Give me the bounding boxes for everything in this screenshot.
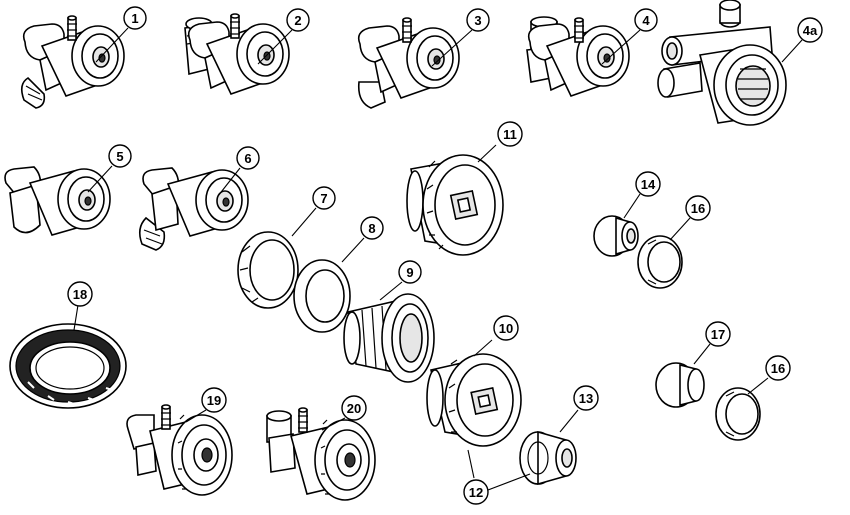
part-5-jet-body: [4, 166, 111, 236]
part-7-nut: [237, 231, 299, 309]
part-4-jet-body: [526, 16, 630, 97]
part-3-jet-body: [357, 17, 460, 109]
callout-5: 5: [108, 144, 132, 168]
leader-lines: [73, 27, 803, 491]
svg-text:18: 18: [73, 287, 87, 302]
svg-text:4a: 4a: [803, 23, 818, 38]
svg-text:7: 7: [320, 191, 327, 206]
callout-4: 4: [634, 8, 658, 32]
callout-11: 11: [497, 121, 523, 147]
part-16-eyeball-ring: [637, 235, 683, 289]
part-17-eyeball: [655, 362, 705, 408]
callout-12: 12: [463, 479, 489, 505]
svg-text:2: 2: [294, 13, 301, 28]
part-2-jet-body: [184, 13, 290, 95]
part-4a-tee-jet-body: [657, 0, 787, 126]
callout-18: 18: [67, 281, 93, 307]
callout-2: 2: [286, 8, 310, 32]
callout-16-upper: 16: [685, 195, 711, 221]
svg-text:8: 8: [368, 221, 375, 236]
callout-16-lower: 16: [765, 355, 791, 381]
part-10-jet-internal: [426, 353, 522, 447]
part-8-gasket: [293, 259, 351, 333]
callout-9: 9: [398, 260, 422, 284]
svg-text:16: 16: [771, 361, 785, 376]
part-14-eyeball: [593, 215, 639, 257]
svg-text:5: 5: [116, 149, 123, 164]
callout-3: 3: [466, 8, 490, 32]
svg-text:12: 12: [469, 485, 483, 500]
svg-text:9: 9: [406, 265, 413, 280]
part-20-jet-assembly: [266, 407, 376, 501]
callout-20: 20: [341, 395, 367, 421]
callout-19: 19: [201, 387, 227, 413]
callout-13: 13: [573, 385, 599, 411]
callout-8: 8: [360, 216, 384, 240]
part-18-trim-ring: [9, 323, 127, 409]
svg-text:17: 17: [711, 327, 725, 342]
callout-17: 17: [705, 321, 731, 347]
svg-text:20: 20: [347, 401, 361, 416]
svg-text:1: 1: [131, 11, 138, 26]
callout-4a: 4a: [797, 17, 823, 43]
svg-text:4: 4: [642, 13, 650, 28]
svg-text:3: 3: [474, 13, 481, 28]
callout-1: 1: [123, 6, 147, 30]
part-6-jet-body: [138, 167, 249, 251]
callout-10: 10: [493, 315, 519, 341]
part-1-jet-body: [20, 15, 125, 109]
callout-14: 14: [635, 171, 661, 197]
part-9-wall-fitting: [343, 293, 435, 383]
callout-6: 6: [236, 146, 260, 170]
svg-text:19: 19: [207, 393, 221, 408]
svg-text:11: 11: [503, 127, 517, 142]
part-13-nozzle: [519, 430, 577, 486]
callout-7: 7: [312, 186, 336, 210]
part-16-eyeball-ring-lower: [715, 387, 761, 441]
part-11-jet-internal: [406, 154, 504, 256]
svg-text:6: 6: [244, 151, 251, 166]
svg-text:14: 14: [641, 177, 656, 192]
svg-text:10: 10: [499, 321, 513, 336]
svg-text:13: 13: [579, 391, 593, 406]
part-19-jet-assembly: [126, 404, 233, 496]
svg-text:16: 16: [691, 201, 705, 216]
